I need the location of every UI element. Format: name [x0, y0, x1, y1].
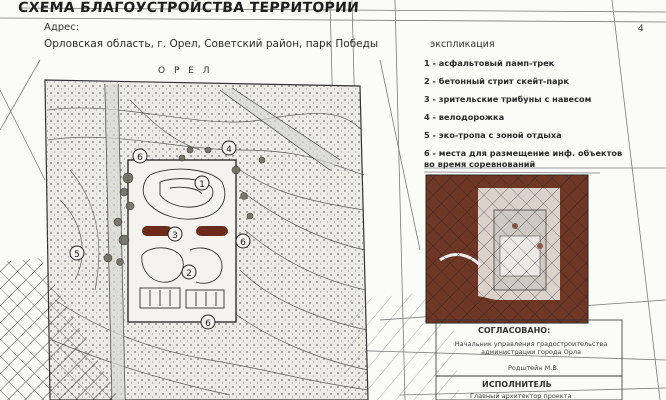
marker-4: 4: [221, 140, 237, 156]
marker-5-label: 5: [74, 250, 80, 260]
marker-6b-label: 6: [240, 238, 246, 248]
approval-name: Родштейн М.В.: [508, 364, 559, 372]
marker-1-label: 1: [199, 180, 205, 190]
page-number: 4: [638, 24, 644, 34]
legend-item: 1 - асфальтовый памп-трек: [424, 58, 555, 68]
marker-4-label: 4: [226, 145, 232, 155]
page-title: СХЕМА БЛАГОУСТРОЙСТВА ТЕРРИТОРИИ: [17, 0, 360, 16]
marker-5: 5: [69, 245, 85, 261]
executor-text: Главный архитектор проекта: [470, 392, 572, 400]
legend-list: 1 - асфальтовый памп-трек 2 - бетонный с…: [424, 58, 624, 174]
marker-3-label: 3: [172, 231, 178, 241]
approval-label: СОГЛАСОВАНО:: [478, 326, 551, 335]
site-photo: [425, 174, 589, 324]
address-value: Орловская область, г. Орел, Советский ра…: [44, 38, 379, 50]
marker-6c: 6: [200, 314, 216, 330]
marker-6a: 6: [132, 148, 148, 164]
legend-item: 6 - места для размещение инф. объектов в…: [424, 148, 623, 169]
marker-6b: 6: [235, 233, 251, 249]
legend-item: 2 - бетонный стрит скейт-парк: [424, 76, 569, 86]
legend-item: 3 - зрительские трибуны с навесом: [424, 94, 592, 104]
marker-6c-label: 6: [205, 319, 211, 329]
marker-1: 1: [194, 175, 210, 191]
site-plan: [0, 79, 460, 400]
executor-label: ИСПОЛНИТЕЛЬ: [482, 380, 552, 389]
legend-item: 4 - велодорожка: [424, 112, 505, 122]
legend-title: экспликация: [430, 39, 495, 50]
marker-3: 3: [167, 226, 183, 242]
plan-markers: 1 2 3 4 5 6 6: [69, 140, 251, 330]
marker-6a-label: 6: [137, 153, 143, 163]
marker-2: 2: [181, 264, 197, 280]
marker-2-label: 2: [186, 269, 192, 279]
legend-item: 5 - эко-тропа с зоной отдыха: [424, 130, 562, 140]
address-label: Адрес:: [44, 22, 80, 33]
stamp-box: [435, 319, 623, 400]
approval-text: Начальник управления градостроительства …: [454, 340, 608, 356]
north-label: О Р Е Л: [158, 66, 213, 76]
